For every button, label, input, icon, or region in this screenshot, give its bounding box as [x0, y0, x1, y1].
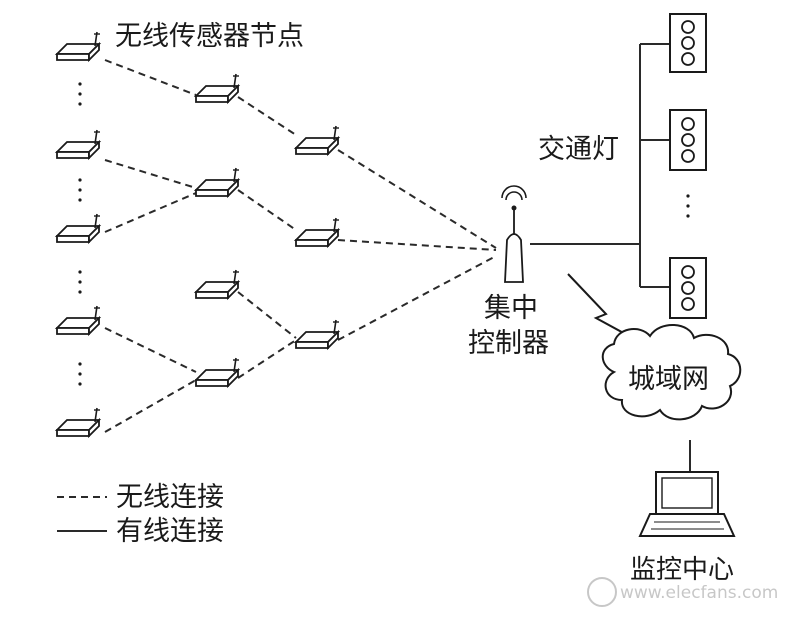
sensor-node-label: 无线传感器节点 [115, 21, 304, 52]
legend-wireless-label: 无线连接 [116, 482, 224, 513]
sensor-node-icon [295, 125, 340, 155]
sensor-node-icon [195, 167, 240, 197]
sensor-node-icon [56, 213, 101, 243]
wireless-link [237, 189, 297, 231]
controller-label-line2: 控制器 [468, 328, 549, 359]
traffic-light-label: 交通灯 [538, 134, 619, 165]
wireless-link [237, 339, 297, 379]
ellipsis-dots [78, 82, 690, 386]
wireless-link [337, 149, 497, 249]
traffic-light-icon [669, 257, 707, 319]
sensor-node-icon [295, 319, 340, 349]
controller-icon [501, 185, 527, 283]
wireless-link [237, 291, 297, 339]
wireless-link [237, 96, 297, 136]
controller-label-line1: 集中 [484, 293, 538, 324]
traffic-light-icon [669, 13, 707, 73]
sensor-nodes [56, 31, 340, 437]
cloud-icon [601, 323, 742, 421]
traffic-light-icon [669, 109, 707, 171]
watermark-site: www.elecfans.com [620, 583, 778, 603]
wired-links [530, 43, 691, 472]
sensor-node-icon [295, 217, 340, 247]
wireless-link [104, 192, 197, 233]
wireless-link [104, 379, 197, 433]
sensor-node-icon [56, 129, 101, 159]
monitor-center-label: 监控中心 [630, 555, 734, 585]
metro-network-label: 城域网 [628, 364, 709, 395]
watermark: www.elecfans.com [587, 577, 778, 607]
wireless-link [337, 239, 497, 251]
legend-wired-label: 有线连接 [116, 516, 224, 547]
wireless-link [104, 327, 197, 373]
sensor-node-icon [195, 269, 240, 299]
legend: 无线连接 有线连接 [57, 482, 224, 547]
wireless-link [104, 159, 197, 189]
sensor-node-icon [56, 407, 101, 437]
sensor-node-icon [56, 305, 101, 335]
sensor-node-icon [195, 357, 240, 387]
sensor-node-icon [56, 31, 101, 61]
laptop-icon [638, 471, 736, 537]
wireless-links [104, 59, 497, 433]
wireless-link [104, 59, 197, 96]
sensor-node-icon [195, 73, 240, 103]
lightning-icon [567, 273, 641, 343]
wireless-link [337, 255, 497, 341]
